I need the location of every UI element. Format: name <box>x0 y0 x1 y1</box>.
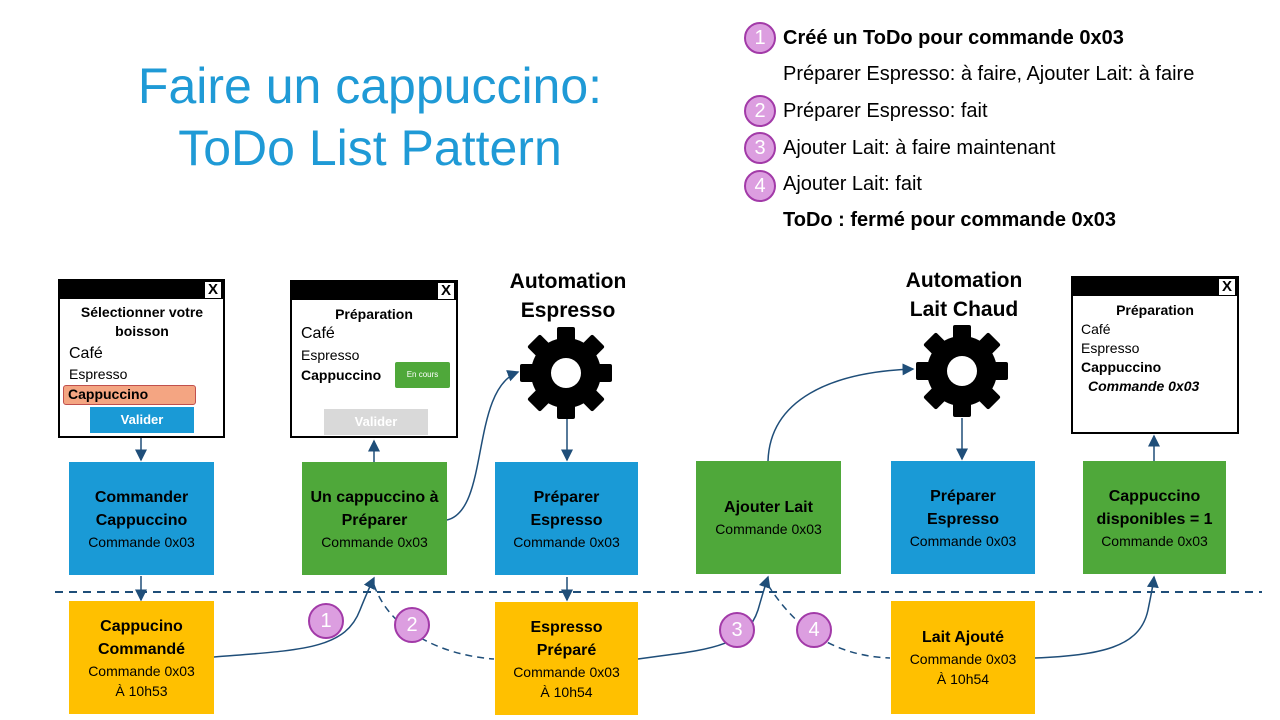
option-cafe: Café <box>1081 321 1111 337</box>
automation-espresso-label: Automation Espresso <box>509 270 627 322</box>
cappuccino-disponibles-box: Cappuccino disponibles = 1 Commande 0x03 <box>1083 461 1226 574</box>
option-cafe: Café <box>301 325 335 342</box>
step-1-circle: 1 <box>744 22 776 54</box>
event-cappucino-commande: Cappucino Commandé Commande 0x03 À 10h53 <box>69 601 214 714</box>
arrow-to-automation-espresso <box>446 370 520 521</box>
valider-button[interactable]: Valider <box>90 407 194 433</box>
close-icon[interactable]: X <box>1219 279 1235 295</box>
close-icon[interactable]: X <box>205 282 221 298</box>
flow-marker-1: 1 <box>308 603 344 639</box>
select-drink-window: X Sélectionner votre boisson Café Espres… <box>58 279 225 438</box>
automation-lait-label: Automation Lait Chaud <box>905 269 1023 321</box>
arrow-to-automation-lait <box>767 363 915 462</box>
order-label: Commande 0x03 <box>1088 378 1200 394</box>
step-2-text: Préparer Espresso: fait <box>783 100 988 122</box>
title-line-1: Faire un cappuccino: <box>137 58 603 114</box>
step-1-subtext: Préparer Espresso: à faire, Ajouter Lait… <box>783 63 1195 85</box>
step-4-circle: 4 <box>744 170 776 202</box>
flow-marker-4: 4 <box>796 612 832 648</box>
un-cappuccino-a-preparer-box: Un cappuccino à Préparer Commande 0x03 <box>302 462 447 575</box>
step-4-subtext: ToDo : fermé pour commande 0x03 <box>783 209 1117 231</box>
ajouter-lait-box: Ajouter Lait Commande 0x03 <box>696 461 841 574</box>
flow-5 <box>1034 575 1159 659</box>
gear-icon-lait <box>916 325 1008 417</box>
preparation-window: X Préparation Café Espresso Cappuccino E… <box>290 280 458 438</box>
option-espresso[interactable]: Espresso <box>69 366 128 382</box>
step-1-text: Créé un ToDo pour commande 0x03 <box>783 27 1124 49</box>
prep-window-title: Préparation <box>335 306 413 322</box>
close-icon[interactable]: X <box>438 283 454 299</box>
title-line-2: ToDo List Pattern <box>178 120 562 176</box>
event-espresso-prepare: Espresso Préparé Commande 0x03 À 10h54 <box>495 602 638 715</box>
option-cafe[interactable]: Café <box>69 345 103 362</box>
option-cappuccino-selected[interactable]: Cappuccino <box>63 385 196 405</box>
step-2-circle: 2 <box>744 95 776 127</box>
select-window-title: Sélectionner votre boisson <box>80 304 204 339</box>
option-espresso: Espresso <box>1081 340 1140 356</box>
option-cappuccino: Cappuccino <box>301 367 382 383</box>
flow-2 <box>373 584 495 660</box>
valider-button-disabled[interactable]: Valider <box>324 409 428 435</box>
step-3-circle: 3 <box>744 132 776 164</box>
flow-marker-3: 3 <box>719 612 755 648</box>
option-espresso: Espresso <box>301 347 360 363</box>
step-3-text: Ajouter Lait: à faire maintenant <box>783 137 1056 159</box>
done-window: X Préparation Café Espresso Cappuccino C… <box>1071 276 1239 434</box>
page-title: Faire un cappuccino: ToDo List Pattern <box>70 55 670 179</box>
preparer-espresso-box-1: Préparer Espresso Commande 0x03 <box>495 462 638 575</box>
done-window-title: Préparation <box>1116 302 1194 318</box>
flow-marker-2: 2 <box>394 607 430 643</box>
gear-icon-espresso <box>520 327 612 419</box>
flow-1 <box>213 576 375 658</box>
option-cappuccino: Cappuccino <box>1081 359 1162 375</box>
preparer-espresso-box-2: Préparer Espresso Commande 0x03 <box>891 461 1035 574</box>
event-lait-ajoute: Lait Ajouté Commande 0x03 À 10h54 <box>891 601 1035 714</box>
step-4-text: Ajouter Lait: fait <box>783 173 922 195</box>
commander-cappuccino-box: Commander Cappuccino Commande 0x03 <box>69 462 214 575</box>
en-cours-badge: En cours <box>395 362 450 388</box>
